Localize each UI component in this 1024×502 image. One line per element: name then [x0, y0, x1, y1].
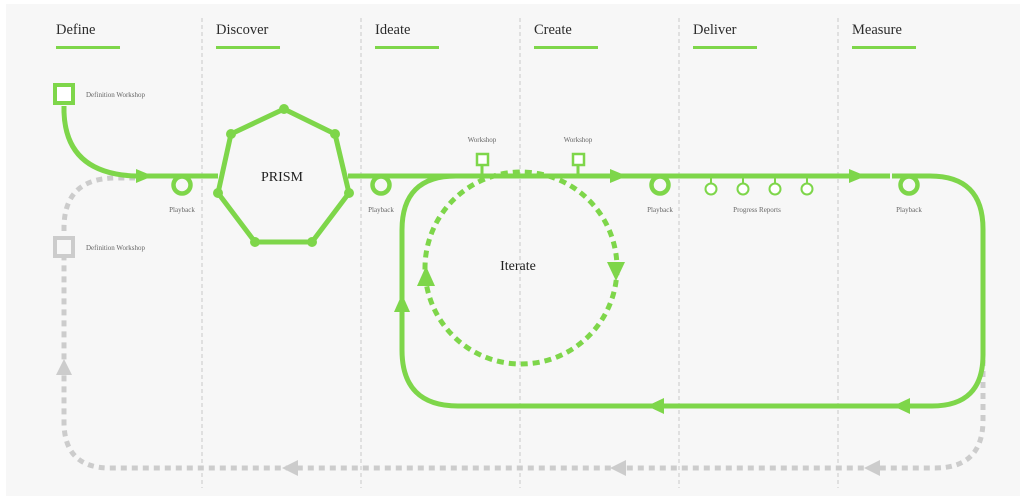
- playback-label: Playback: [169, 206, 195, 214]
- iterate-arrow-icon: [607, 262, 625, 281]
- definition-workshop-label: Definition Workshop: [86, 91, 145, 99]
- phase-underline: [216, 46, 280, 49]
- phase-title: Ideate: [375, 22, 410, 38]
- phase-dividers: [201, 18, 839, 488]
- phase-title: Create: [534, 22, 572, 38]
- workshop-label: Workshop: [564, 136, 593, 144]
- prism-shape: [215, 106, 352, 245]
- loop-arrow-icon: [647, 398, 664, 414]
- phase-underline: [852, 46, 916, 49]
- definition-workshop-marker: [53, 83, 75, 105]
- definition-workshop-repeat-marker: [53, 236, 75, 258]
- flow-arrow-icon: [136, 169, 153, 183]
- playback-marker: [898, 174, 920, 196]
- prism-vertex: [307, 237, 317, 247]
- phase-underline: [534, 46, 598, 49]
- playback-marker: [370, 174, 392, 196]
- diagram-background: [6, 4, 1020, 496]
- prism-vertex: [344, 188, 354, 198]
- progress-report-marker: [768, 182, 782, 196]
- phase-underline: [375, 46, 439, 49]
- phase-title: Measure: [852, 22, 902, 38]
- playback-marker: [649, 174, 671, 196]
- phase-title: Discover: [216, 22, 269, 38]
- prism-vertex: [279, 104, 289, 114]
- iterate-label: Iterate: [500, 259, 536, 274]
- playback-marker: [171, 174, 193, 196]
- return-arrow-icon: [282, 460, 298, 476]
- playback-label: Playback: [647, 206, 673, 214]
- prism-vertex: [213, 188, 223, 198]
- phase-headers: Define Discover Ideate Create Deliver Me…: [56, 22, 916, 49]
- delivery-loop: [399, 173, 986, 409]
- phase-underline: [693, 46, 757, 49]
- prism-vertex: [226, 129, 236, 139]
- prism-label: PRISM: [261, 170, 304, 185]
- prism-vertex: [330, 129, 340, 139]
- progress-report-marker: [704, 182, 718, 196]
- phase-underline: [56, 46, 120, 49]
- phase-title: Deliver: [693, 22, 737, 38]
- prism-vertex: [250, 237, 260, 247]
- workshop-label: Workshop: [468, 136, 497, 144]
- progress-reports-label: Progress Reports: [733, 206, 781, 214]
- workshop-marker: [571, 152, 586, 167]
- prism-vertices: [213, 104, 354, 247]
- return-path-lower: [61, 258, 986, 471]
- loop-arrow-icon: [893, 398, 910, 414]
- flow-arrow-icon: [849, 169, 866, 183]
- return-arrow-icon: [56, 359, 72, 375]
- main-path-start: [61, 106, 218, 179]
- workshop-marker: [475, 152, 490, 167]
- definition-workshop-repeat-label: Definition Workshop: [86, 244, 145, 252]
- progress-report-markers: [704, 176, 814, 196]
- progress-report-marker: [736, 182, 750, 196]
- iterate-arrow-icon: [417, 266, 435, 286]
- progress-report-marker: [800, 182, 814, 196]
- flow-arrow-icon: [610, 169, 627, 183]
- loop-arrow-icon: [394, 294, 410, 312]
- playback-label: Playback: [896, 206, 922, 214]
- playback-label: Playback: [368, 206, 394, 214]
- return-arrow-icon: [864, 460, 880, 476]
- return-arrow-icon: [610, 460, 626, 476]
- return-path-upper: [61, 175, 135, 242]
- phase-title: Define: [56, 22, 95, 38]
